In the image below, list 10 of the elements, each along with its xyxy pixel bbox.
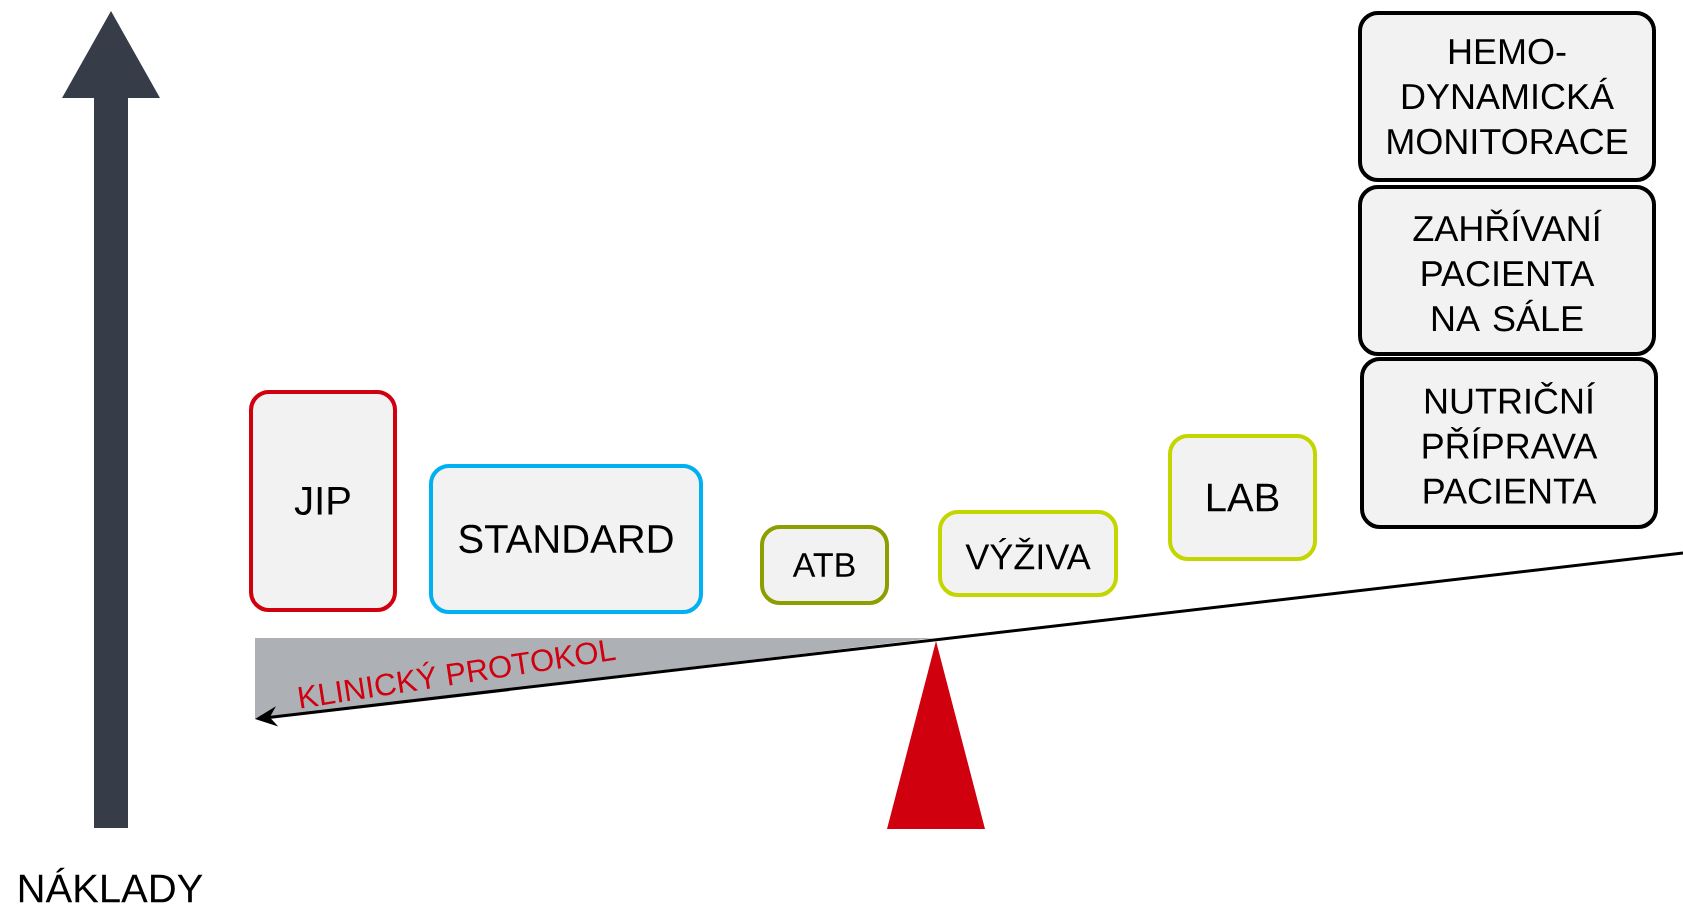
label-box: ZAHŘÍVANÍ PACIENTA NA SÁLE: [1358, 185, 1656, 356]
axis-label: NÁKLADY: [19, 867, 203, 903]
label-box: VÝŽIVA: [938, 510, 1118, 597]
label-box: LAB: [1168, 434, 1317, 561]
label-box: ATB: [760, 525, 889, 605]
protocol-label: KLINICKÝ PROTOKOL: [298, 640, 616, 709]
label-box: STANDARD: [429, 464, 703, 614]
label-box: NUTRIČNÍ PŘÍPRAVA PACIENTA: [1360, 357, 1658, 529]
label-box: JIP: [249, 390, 397, 612]
label-box: HEMO- DYNAMICKÁ MONITORACE: [1358, 11, 1656, 182]
